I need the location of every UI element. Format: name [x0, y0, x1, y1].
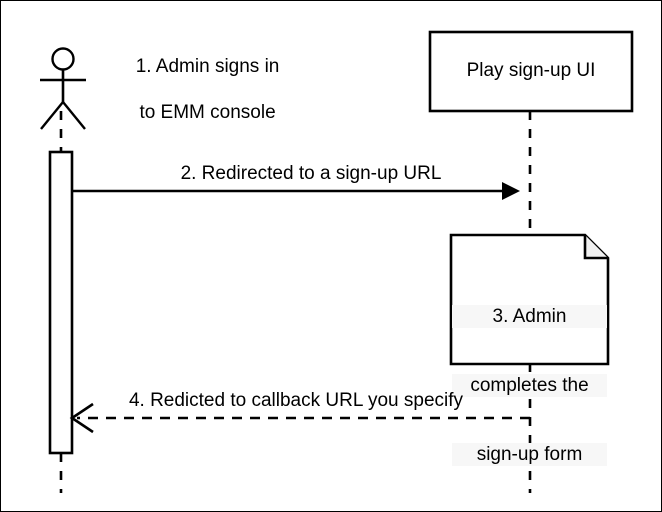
note-3-body [449, 233, 610, 366]
note-3-label-line-3: sign-up form [452, 443, 607, 466]
note-3-folded-corner-icon [583, 235, 608, 260]
note-3-label-line-2: completes the [452, 374, 607, 397]
actor-label-admin: 1. Admin signs in to EMM console [99, 32, 295, 147]
message-2-arrowhead-filled [502, 182, 520, 200]
note-3-shape [449, 233, 610, 366]
note-3-label: 3. Admin completes the sign-up form [452, 259, 607, 511]
actor-label-line-1: 1. Admin signs in [135, 56, 280, 77]
actor-leg-right-icon [62, 101, 86, 130]
message-2-arrow [72, 182, 520, 200]
participant-label-play-signup-ui: Play sign-up UI [466, 60, 596, 81]
message-2-label: 2. Redirected to a sign-up URL [180, 163, 442, 184]
message-4-label: 4. Redicted to callback URL you specify [128, 390, 464, 411]
message-4-arrow [69, 402, 530, 434]
message-4-arrowhead-open [69, 402, 94, 434]
actor-label-line-2: to EMM console [139, 102, 276, 123]
note-3-label-line-1: 3. Admin [452, 305, 607, 328]
activation-bar-admin [48, 150, 74, 455]
actor-leg-left-icon [40, 101, 64, 130]
actor-stick-figure-icon [40, 47, 86, 130]
actor-head-icon [51, 47, 75, 71]
